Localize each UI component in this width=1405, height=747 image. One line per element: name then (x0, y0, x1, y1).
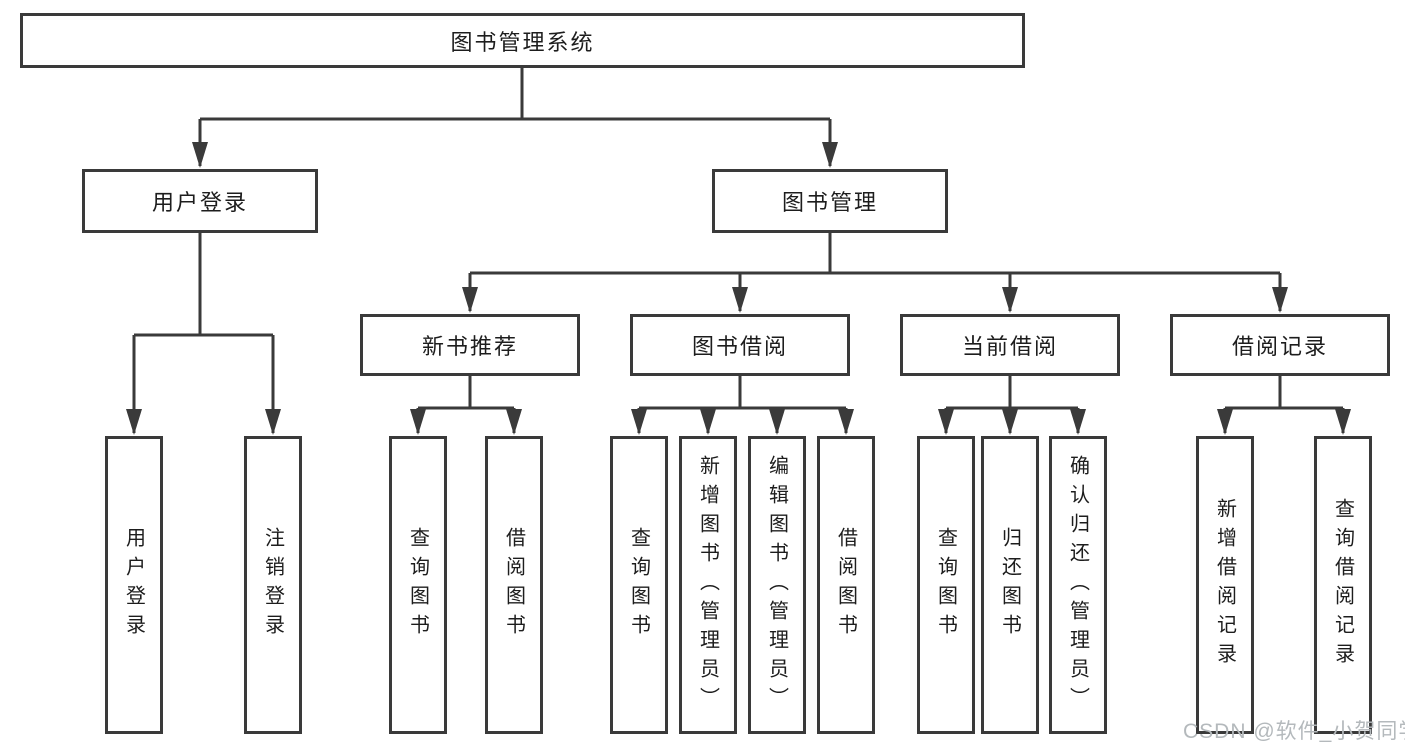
connector-user-login-children (126, 233, 281, 435)
node-borrow-records-label: 借阅记录 (1231, 334, 1328, 359)
node-leaf-edit-book-admin: 编辑图书（管理员） (748, 436, 806, 734)
node-leaf-user-login-label: 用户登录 (122, 527, 145, 643)
node-new-book-recommend-label: 新书推荐 (421, 334, 518, 359)
node-leaf-confirm-return-admin: 确认归还（管理员） (1049, 436, 1107, 734)
node-leaf-edit-book-admin-label: 编辑图书（管理员） (765, 454, 788, 716)
connector-new-book-recommend-children (410, 376, 522, 435)
watermark: CSDN @软件_小贺同学 (1183, 720, 1405, 743)
connector-borrow-records-children (1217, 376, 1351, 435)
node-root: 图书管理系统 (20, 13, 1025, 68)
node-leaf-add-borrow-record: 新增借阅记录 (1196, 436, 1254, 734)
node-current-borrow: 当前借阅 (900, 314, 1120, 376)
node-leaf-query-book-recommend-label: 查询图书 (406, 527, 429, 643)
node-leaf-logout: 注销登录 (244, 436, 302, 734)
node-leaf-user-login: 用户登录 (105, 436, 163, 734)
node-leaf-borrow-book: 借阅图书 (817, 436, 875, 734)
node-book-borrow-label: 图书借阅 (691, 334, 788, 359)
node-leaf-query-book-current-label: 查询图书 (934, 527, 957, 643)
node-book-management: 图书管理 (712, 169, 948, 233)
node-leaf-query-book-borrow-label: 查询图书 (627, 527, 650, 643)
connector-book-management-children (462, 233, 1288, 313)
node-new-book-recommend: 新书推荐 (360, 314, 580, 376)
node-leaf-borrow-book-recommend: 借阅图书 (485, 436, 543, 734)
node-leaf-query-book-borrow: 查询图书 (610, 436, 668, 734)
node-leaf-confirm-return-admin-label: 确认归还（管理员） (1066, 454, 1089, 716)
node-leaf-add-book-admin-label: 新增图书（管理员） (696, 454, 719, 716)
connector-current-borrow-children (938, 376, 1086, 435)
node-leaf-add-borrow-record-label: 新增借阅记录 (1213, 498, 1236, 672)
node-leaf-query-borrow-record-label: 查询借阅记录 (1331, 498, 1354, 672)
node-leaf-borrow-book-recommend-label: 借阅图书 (502, 527, 525, 643)
node-book-borrow: 图书借阅 (630, 314, 850, 376)
connector-root-to-level2 (192, 68, 838, 168)
node-leaf-return-book-label: 归还图书 (998, 527, 1021, 643)
node-book-management-label: 图书管理 (781, 190, 878, 215)
node-leaf-query-book-recommend: 查询图书 (389, 436, 447, 734)
node-borrow-records: 借阅记录 (1170, 314, 1390, 376)
node-leaf-return-book: 归还图书 (981, 436, 1039, 734)
node-leaf-add-book-admin: 新增图书（管理员） (679, 436, 737, 734)
node-user-login: 用户登录 (82, 169, 318, 233)
node-leaf-logout-label: 注销登录 (261, 527, 284, 643)
node-user-login-label: 用户登录 (151, 190, 248, 215)
node-leaf-borrow-book-label: 借阅图书 (834, 527, 857, 643)
node-root-label: 图书管理系统 (450, 29, 595, 55)
node-leaf-query-borrow-record: 查询借阅记录 (1314, 436, 1372, 734)
node-current-borrow-label: 当前借阅 (961, 334, 1058, 359)
node-leaf-query-book-current: 查询图书 (917, 436, 975, 734)
connector-book-borrow-children (631, 376, 854, 435)
